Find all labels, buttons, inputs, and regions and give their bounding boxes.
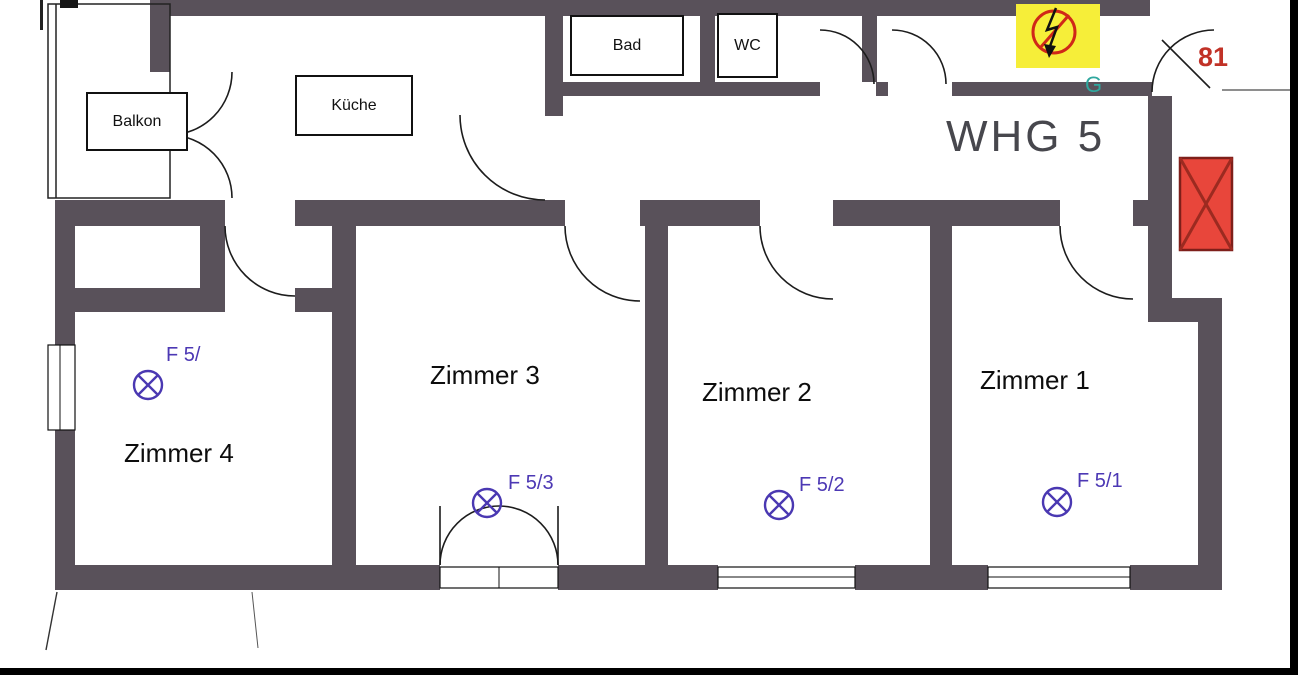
scan-mark-top <box>60 0 78 8</box>
lamp3-circle <box>471 487 503 519</box>
bad-wc-divider-wall <box>700 16 715 82</box>
highlight-marker <box>1016 4 1100 68</box>
lightning-arrowhead-icon <box>1044 44 1056 58</box>
letter-g-annotation: G <box>1085 72 1103 97</box>
bottom-wall-3 <box>855 565 988 590</box>
kitchen-west-wall-upper <box>150 16 170 72</box>
zimmer1-door-arc <box>1059 225 1134 300</box>
hall-top-wall-left <box>545 82 820 96</box>
room-label-box-wc: WC <box>717 13 778 78</box>
right-wall-lower <box>1198 298 1222 590</box>
bottom-wall-2 <box>558 565 718 590</box>
room-label-box-bad: Bad <box>570 15 684 76</box>
lamp-symbol-zimmer4 <box>132 369 164 401</box>
lamp2-circle <box>763 489 795 521</box>
hall-top-wall-right <box>952 82 1152 96</box>
mid-wall-c3 <box>833 200 1060 226</box>
mid-wall-c2 <box>640 200 760 226</box>
yellow-highlight <box>1016 4 1100 68</box>
stair-number: 81 <box>1198 42 1229 72</box>
lamp-label-zimmer4: F 5/ <box>166 344 201 366</box>
zimmer3-door-arc <box>564 225 641 302</box>
zimmer3-zimmer2-wall <box>645 226 668 565</box>
lamp-label-zimmer1: F 5/1 <box>1077 470 1123 492</box>
room-label-box-balkon: Balkon <box>86 92 188 151</box>
lightning-arrow-icon <box>1044 7 1060 50</box>
bad-door-arc <box>819 29 875 85</box>
balkon-label: Balkon <box>112 112 162 130</box>
bottom-wall-1 <box>55 565 440 590</box>
mid-wall-left <box>55 200 200 226</box>
bad-label: Bad <box>612 36 642 54</box>
zimmer2-door-arc <box>759 225 834 300</box>
mid-wall-center <box>295 200 565 226</box>
wc-right-wall <box>862 16 877 82</box>
hall-stub-wall <box>200 200 225 312</box>
zimmer4-label: Zimmer 4 <box>124 438 234 468</box>
wc-label: WC <box>734 36 761 54</box>
scan-artifact-lines <box>45 591 259 651</box>
kitchen-door-arc <box>459 114 546 201</box>
zimmer4-top-wall <box>55 288 200 312</box>
apartment-title: WHG 5 <box>946 112 1106 161</box>
lamp2-x2 <box>768 494 790 516</box>
lamp-symbol-zimmer3 <box>471 487 503 519</box>
kitchen-east-wall <box>545 16 563 116</box>
scan-border-right <box>1290 0 1298 675</box>
room-label-box-kueche: Küche <box>295 75 413 136</box>
scan-border-bottom <box>0 668 1298 675</box>
wc-door-arc <box>891 29 947 85</box>
lamp-symbol-zimmer2 <box>763 489 795 521</box>
zimmer3-label: Zimmer 3 <box>430 360 540 390</box>
french-door-arc-left <box>439 505 500 566</box>
right-wall-upper <box>1148 96 1172 322</box>
entrance-door-leaf <box>1161 39 1211 89</box>
scan-tick-topleft <box>40 0 43 30</box>
top-wall <box>150 0 1150 16</box>
zimmer2-label: Zimmer 2 <box>702 377 812 407</box>
lamp-label-zimmer3: F 5/3 <box>508 472 554 494</box>
artifact-line-left <box>45 591 58 651</box>
zimmer4-zimmer3-wall <box>332 226 356 565</box>
lamp1-x2 <box>1046 491 1068 513</box>
zimmer1-label: Zimmer 1 <box>980 365 1090 395</box>
door-arcs <box>169 29 1290 566</box>
zimmer2-zimmer1-wall <box>930 226 952 565</box>
kueche-label: Küche <box>331 96 377 114</box>
lamp3-x2 <box>476 492 498 514</box>
lamp1-circle <box>1041 486 1073 518</box>
elevator-x2 <box>1178 157 1234 251</box>
zimmer4-window <box>47 344 76 431</box>
lamp4-circle <box>132 369 164 401</box>
french-door-arc-right <box>498 505 559 566</box>
walls <box>55 0 1222 590</box>
zimmer4-door-arc <box>224 225 296 297</box>
windows <box>47 344 1131 589</box>
lamp4-x2 <box>137 374 159 396</box>
lamp-label-zimmer2: F 5/2 <box>799 474 845 496</box>
lamp-symbols <box>132 369 1073 521</box>
lamp-symbol-zimmer1 <box>1041 486 1073 518</box>
zimmer4-top-wall-right <box>295 288 335 312</box>
artifact-line-mid <box>251 591 259 649</box>
elevator-symbol <box>1178 156 1234 252</box>
hall-top-wall-mid <box>876 82 888 96</box>
